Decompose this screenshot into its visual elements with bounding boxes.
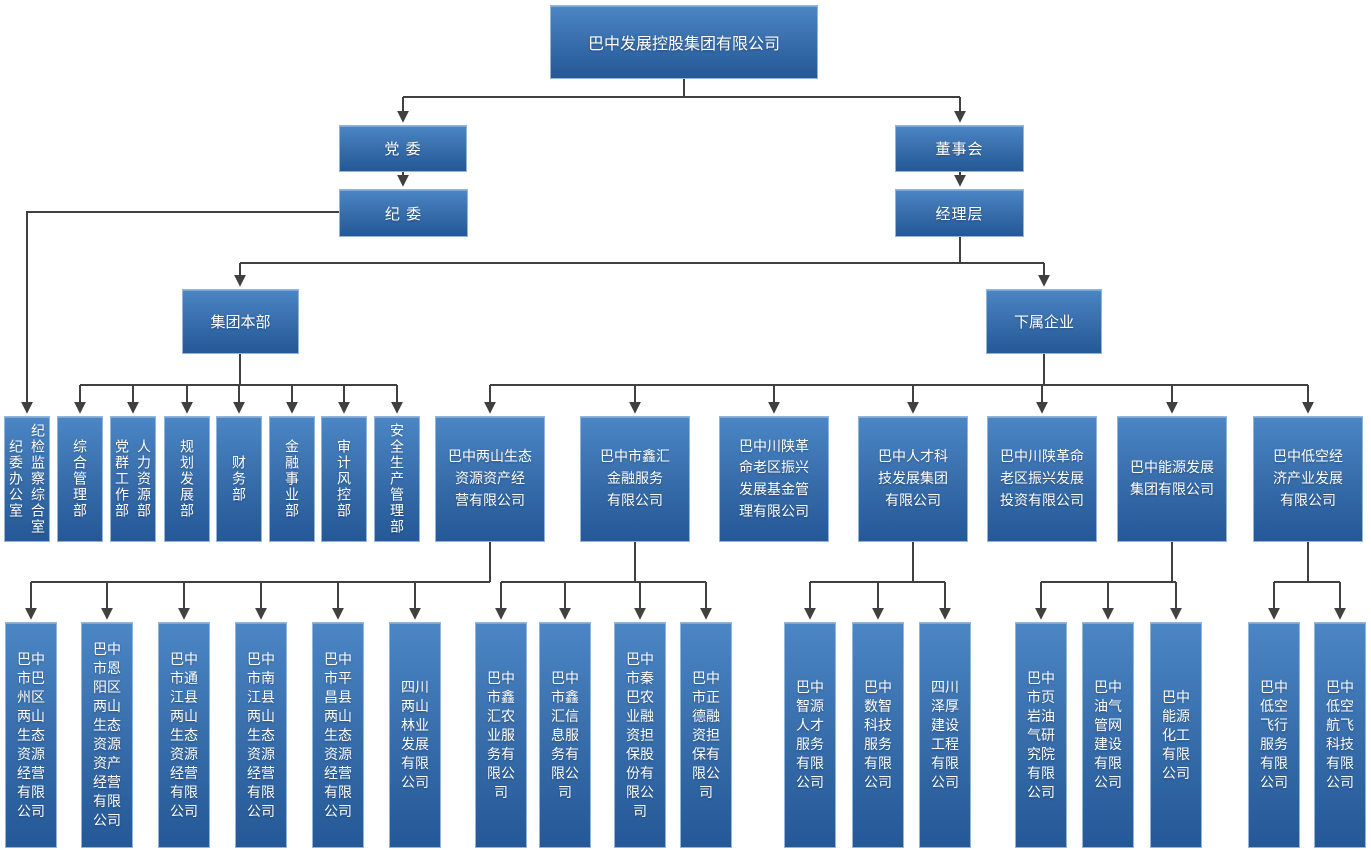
org-node-label-secondary: 党群工作部 [114,439,130,519]
org-node-label: 综合管理部 [72,439,88,519]
org-node-discipline-committee: 纪 委 [339,189,468,237]
org-node-label: 巴中市恩阳区两山生态资源资产经营有限公司 [93,641,121,828]
org-node-label: 巴中能源化工有限公司 [1162,688,1190,781]
org-node-dept-general-admin: 综合管理部 [57,416,103,542]
org-node-sub-nanjiang: 巴中市南江县两山生态资源经营有限公司 [235,622,287,848]
org-node-dept-financial-business: 金融事业部 [269,416,315,542]
org-node-sub-zhengde-guarantee: 巴中市正德融资担保有限公司 [680,622,732,848]
org-node-label: 巴中低空飞行服务有限公司 [1260,679,1288,790]
org-node-sub-forestry: 四川两山林业发展有限公司 [389,622,441,848]
org-node-label: 巴中能源发展集团有限公司 [1130,459,1214,497]
org-node-sub-zhiyuan-talent: 巴中智源人才服务有限公司 [784,622,836,848]
org-node-sub-zehou-construction: 四川泽厚建设工程有限公司 [919,622,971,848]
org-node-label: 巴中市秦巴农业融资担保股份有限公司 [626,650,654,819]
org-node-company-revitalization-investment: 巴中川陕革命老区振兴发展投资有限公司 [987,416,1097,542]
org-node-label: 巴中数智科技服务有限公司 [864,679,892,790]
org-node-dept-safety: 安全生产管理部 [374,416,420,542]
org-node-sub-qinba-guarantee: 巴中市秦巴农业融资担保股份有限公司 [614,622,666,848]
org-node-label: 巴中市通江县两山生态资源经营有限公司 [170,650,198,819]
org-node-label: 人力资源部 [136,439,152,519]
org-node-label: 四川两山林业发展有限公司 [401,679,429,790]
org-node-root: 巴中发展控股集团有限公司 [550,5,818,79]
org-node-label: 巴中人才科技发展集团有限公司 [878,448,948,508]
org-node-company-liangshan: 巴中两山生态资源资产经营有限公司 [435,416,545,542]
org-node-board: 董事会 [895,125,1024,172]
org-node-management: 经理层 [895,189,1024,237]
org-node-label: 纪检监察综合室 [30,423,46,535]
org-node-dept-audit-risk: 审计风控部 [321,416,367,542]
org-node-label: 巴中低空航飞科技有限公司 [1326,679,1354,790]
org-node-label: 安全生产管理部 [389,423,405,535]
org-node-label: 巴中市鑫汇金融服务有限公司 [600,448,670,508]
org-node-label: 巴中智源人才服务有限公司 [796,679,824,790]
org-node-label: 集团本部 [210,314,271,331]
org-node-label: 审计风控部 [336,439,352,519]
org-node-label: 四川泽厚建设工程有限公司 [931,679,959,790]
org-node-company-energy: 巴中能源发展集团有限公司 [1117,416,1227,542]
org-node-label: 经理层 [935,205,984,223]
org-node-label: 巴中市南江县两山生态资源经营有限公司 [247,650,275,819]
org-node-label: 巴中两山生态资源资产经营有限公司 [448,448,532,508]
org-node-label: 下属企业 [1013,314,1074,331]
org-node-label: 巴中市鑫汇农业服务有限公司 [487,669,515,800]
org-node-label: 纪 委 [384,205,423,223]
org-node-subsidiaries: 下属企业 [986,289,1102,354]
org-node-label: 财务部 [231,455,247,503]
org-node-company-fund-management: 巴中川陕革命老区振兴发展基金管理有限公司 [719,416,829,542]
org-node-company-xinhui: 巴中市鑫汇金融服务有限公司 [580,416,690,542]
org-node-headquarters: 集团本部 [182,289,299,354]
org-node-label: 巴中市鑫汇信息服务有限公司 [551,669,579,800]
org-node-label: 规划发展部 [179,439,195,519]
org-node-sub-bazhou: 巴中市巴州区两山生态资源经营有限公司 [5,622,57,848]
org-node-sub-xinhui-information: 巴中市鑫汇信息服务有限公司 [539,622,591,848]
org-node-label: 党 委 [384,141,422,158]
org-node-label: 巴中市正德融资担保有限公司 [692,669,720,800]
org-node-label: 董事会 [935,141,984,158]
org-node-dept-discipline-office: 纪检监察综合室 纪委办公室 [4,416,50,542]
org-node-company-talent-tech: 巴中人才科技发展集团有限公司 [858,416,968,542]
org-node-sub-shale-gas-institute: 巴中市页岩油气研究院有限公司 [1015,622,1067,848]
org-node-label-secondary: 纪委办公室 [8,439,24,519]
org-node-label: 金融事业部 [284,439,300,519]
org-node-label: 巴中油气管网建设有限公司 [1094,679,1122,790]
org-node-label: 巴中川陕革命老区振兴发展基金管理有限公司 [739,437,809,519]
org-node-sub-enyang: 巴中市恩阳区两山生态资源资产经营有限公司 [81,622,133,848]
org-node-label: 巴中市巴州区两山生态资源经营有限公司 [17,650,45,819]
org-node-label: 巴中低空经济产业发展有限公司 [1273,448,1343,508]
org-node-sub-xinhui-agriculture: 巴中市鑫汇农业服务有限公司 [475,622,527,848]
org-node-dept-hr-party: 人力资源部 党群工作部 [110,416,156,542]
org-node-sub-flight-service: 巴中低空飞行服务有限公司 [1248,622,1300,848]
org-node-label: 巴中川陕革命老区振兴发展投资有限公司 [1000,448,1084,508]
org-node-sub-shuzhi-tech: 巴中数智科技服务有限公司 [852,622,904,848]
org-node-label: 巴中发展控股集团有限公司 [587,36,780,53]
org-node-company-low-altitude: 巴中低空经济产业发展有限公司 [1253,416,1363,542]
org-node-label: 巴中市平昌县两山生态资源经营有限公司 [324,650,352,819]
org-node-label: 巴中市页岩油气研究院有限公司 [1027,669,1055,800]
org-node-sub-tongjiang: 巴中市通江县两山生态资源经营有限公司 [158,622,210,848]
org-node-sub-pingchang: 巴中市平昌县两山生态资源经营有限公司 [312,622,364,848]
org-node-dept-planning: 规划发展部 [164,416,210,542]
org-node-sub-energy-chemical: 巴中能源化工有限公司 [1150,622,1202,848]
org-node-dept-finance: 财务部 [216,416,262,542]
org-node-sub-pipeline: 巴中油气管网建设有限公司 [1082,622,1134,848]
org-node-sub-aviation-tech: 巴中低空航飞科技有限公司 [1314,622,1366,848]
org-node-party-committee: 党 委 [339,125,467,172]
